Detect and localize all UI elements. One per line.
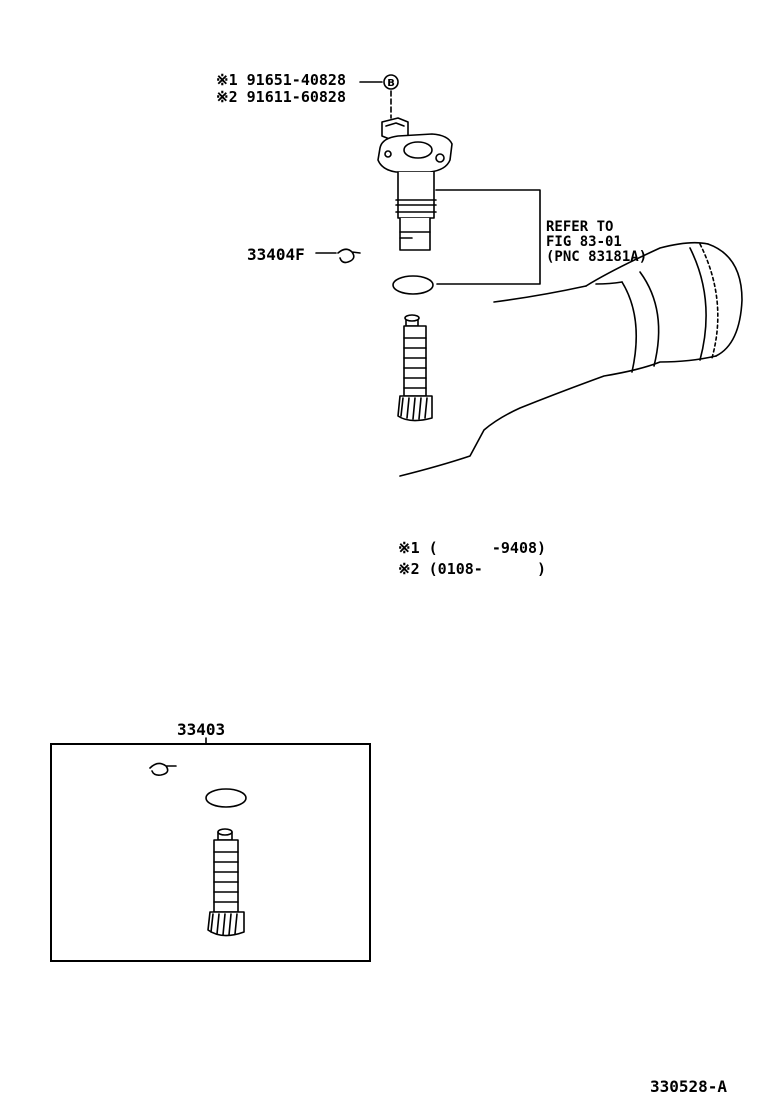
- clip-icon: [337, 248, 361, 264]
- kit-gear-icon: [207, 828, 245, 937]
- bolt-callout-1: ※1 91651-40828: [216, 71, 346, 89]
- transmission-housing-icon: [399, 241, 743, 477]
- kit-clip-icon: [149, 762, 177, 776]
- speed-sensor-icon: [377, 117, 453, 251]
- o-ring-icon: [392, 275, 434, 295]
- driven-gear-icon: [397, 314, 433, 422]
- bolt-marker-icon: B: [383, 74, 399, 90]
- kit-frame: [50, 743, 371, 962]
- illustration-code: 330528-A: [650, 1077, 728, 1096]
- refer-bracket: [435, 189, 541, 285]
- bolt-callout-2: ※2 91611-60828: [216, 88, 346, 106]
- refer-note-line-2: FIG 83-01: [546, 234, 622, 250]
- bolt-marker-letter: B: [387, 78, 395, 89]
- applicability-note-1: ※1 ( -9408): [398, 539, 547, 557]
- kit-part-number: 33403: [177, 720, 226, 739]
- kit-o-ring-icon: [205, 788, 247, 808]
- refer-note-line-1: REFER TO: [546, 219, 614, 235]
- applicability-note-2: ※2 (0108- ): [398, 560, 547, 578]
- clip-part-number: 33404F: [247, 245, 305, 264]
